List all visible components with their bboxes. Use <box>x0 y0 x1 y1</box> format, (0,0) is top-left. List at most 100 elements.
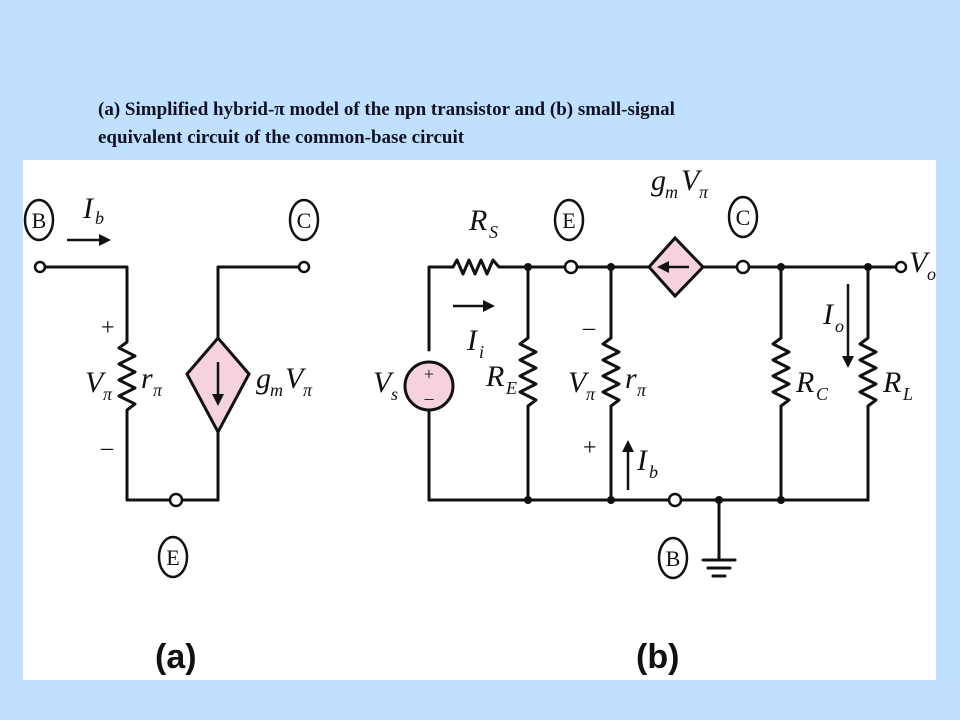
figure-b: R S E g m V π <box>373 164 936 676</box>
svg-text:o: o <box>835 316 844 336</box>
caption: (a) Simplified hybrid-π model of the npn… <box>98 96 878 152</box>
current-ii-arrow-b <box>453 300 495 312</box>
node-b-label-b: B <box>666 546 681 571</box>
junction-re-bottom <box>524 496 532 504</box>
rpi-label-a: r π <box>141 362 163 400</box>
wire-vs-top-b <box>427 265 455 352</box>
svg-text:g: g <box>651 164 666 197</box>
ground-icon <box>701 498 737 578</box>
resistor-rs-b <box>451 258 530 276</box>
svg-text:V: V <box>285 362 307 395</box>
panel-label-a: (a) <box>155 638 197 676</box>
svg-text:r: r <box>141 362 153 395</box>
junction-rpi-bottom <box>607 496 615 504</box>
node-b-marker-b <box>657 536 689 580</box>
svg-text:L: L <box>902 384 913 404</box>
vo-label-b: V o <box>909 246 936 284</box>
svg-text:I: I <box>636 444 649 477</box>
vpi-label-a: V π <box>85 366 113 404</box>
terminal-c-b <box>735 259 751 275</box>
vpi-minus-a: – <box>100 435 114 461</box>
svg-text:π: π <box>699 182 709 202</box>
svg-text:V: V <box>568 366 590 399</box>
junction-rc-bottom <box>777 496 785 504</box>
svg-text:π: π <box>303 380 313 400</box>
re-label-b: R E <box>485 360 517 398</box>
svg-text:C: C <box>816 384 829 404</box>
svg-text:V: V <box>909 246 931 279</box>
vpi-plus-b: + <box>583 435 597 461</box>
terminal-b-b <box>667 492 683 508</box>
wire-c-a <box>216 265 301 340</box>
vpi-plus-a: + <box>101 315 115 341</box>
current-io-arrow-b <box>842 284 854 368</box>
gm-vpi-label-a: g m V π <box>256 362 313 400</box>
terminal-e-b <box>563 259 579 275</box>
node-c-label-a: C <box>297 208 312 233</box>
svg-text:V: V <box>681 164 703 197</box>
svg-text:i: i <box>479 342 484 362</box>
svg-text:π: π <box>637 380 647 400</box>
circuit-diagram: B C I b <box>23 164 936 676</box>
svg-text:m: m <box>270 380 283 400</box>
svg-text:V: V <box>373 366 395 399</box>
svg-text:g: g <box>256 362 271 395</box>
node-b-marker-a <box>23 198 55 242</box>
ib-label-b: I b <box>636 444 658 482</box>
node-b-label-a: B <box>32 208 47 233</box>
node-e-marker-b <box>553 198 585 242</box>
svg-text:b: b <box>649 462 658 482</box>
svg-text:R: R <box>882 366 901 399</box>
svg-text:E: E <box>505 378 517 398</box>
current-ib-label-a: I b <box>82 192 104 228</box>
resistor-rpi-b <box>601 265 621 502</box>
svg-text:π: π <box>586 384 596 404</box>
svg-text:b: b <box>95 208 104 228</box>
terminal-vo-b <box>894 260 908 274</box>
svg-text:I: I <box>82 192 95 225</box>
node-c-marker-b <box>727 195 759 239</box>
resistor-rl-b <box>858 265 878 502</box>
current-ib-arrow-a <box>67 234 111 246</box>
circuit-panel: B C I b <box>23 160 936 680</box>
resistor-rc-b <box>771 265 791 502</box>
rpi-label-b: r π <box>625 362 647 400</box>
svg-text:V: V <box>85 366 107 399</box>
gm-vpi-label-b: g m V π <box>651 164 709 202</box>
rl-label-b: R L <box>882 366 913 404</box>
svg-text:o: o <box>927 264 936 284</box>
svg-text:s: s <box>391 384 398 404</box>
svg-text:r: r <box>625 362 637 395</box>
terminal-e-a <box>168 492 184 508</box>
caption-line-1: (a) Simplified hybrid-π model of the npn… <box>98 99 675 120</box>
vpi-minus-b: – <box>582 315 596 341</box>
svg-text:I: I <box>466 324 479 357</box>
vpi-label-b: V π <box>568 366 596 404</box>
svg-text:R: R <box>485 360 504 393</box>
resistor-re-b <box>518 265 538 502</box>
node-e-marker-a <box>157 535 189 579</box>
current-ib-arrow-b <box>622 440 634 490</box>
svg-text:π: π <box>103 384 113 404</box>
svg-text:R: R <box>468 204 487 237</box>
vs-minus-b: – <box>424 388 435 408</box>
svg-text:R: R <box>795 366 814 399</box>
panel-label-b: (b) <box>636 638 679 676</box>
wire-b-a <box>43 265 129 337</box>
io-label-b: I o <box>822 298 844 336</box>
resistor-rpi-a <box>117 333 171 502</box>
node-c-marker-a <box>288 198 320 242</box>
rc-label-b: R C <box>795 366 829 404</box>
rs-label-b: R S <box>468 204 498 242</box>
svg-text:S: S <box>489 222 498 242</box>
svg-text:I: I <box>822 298 835 331</box>
svg-text:π: π <box>153 380 163 400</box>
vs-label-b: V s <box>373 366 398 404</box>
node-e-label-b: E <box>562 208 575 233</box>
vs-plus-b: + <box>424 364 434 384</box>
caption-line-2: equivalent circuit of the common-base ci… <box>98 127 465 148</box>
figure-a: B C I b <box>23 192 320 676</box>
node-e-label-a: E <box>166 545 179 570</box>
node-c-label-b: C <box>736 205 751 230</box>
